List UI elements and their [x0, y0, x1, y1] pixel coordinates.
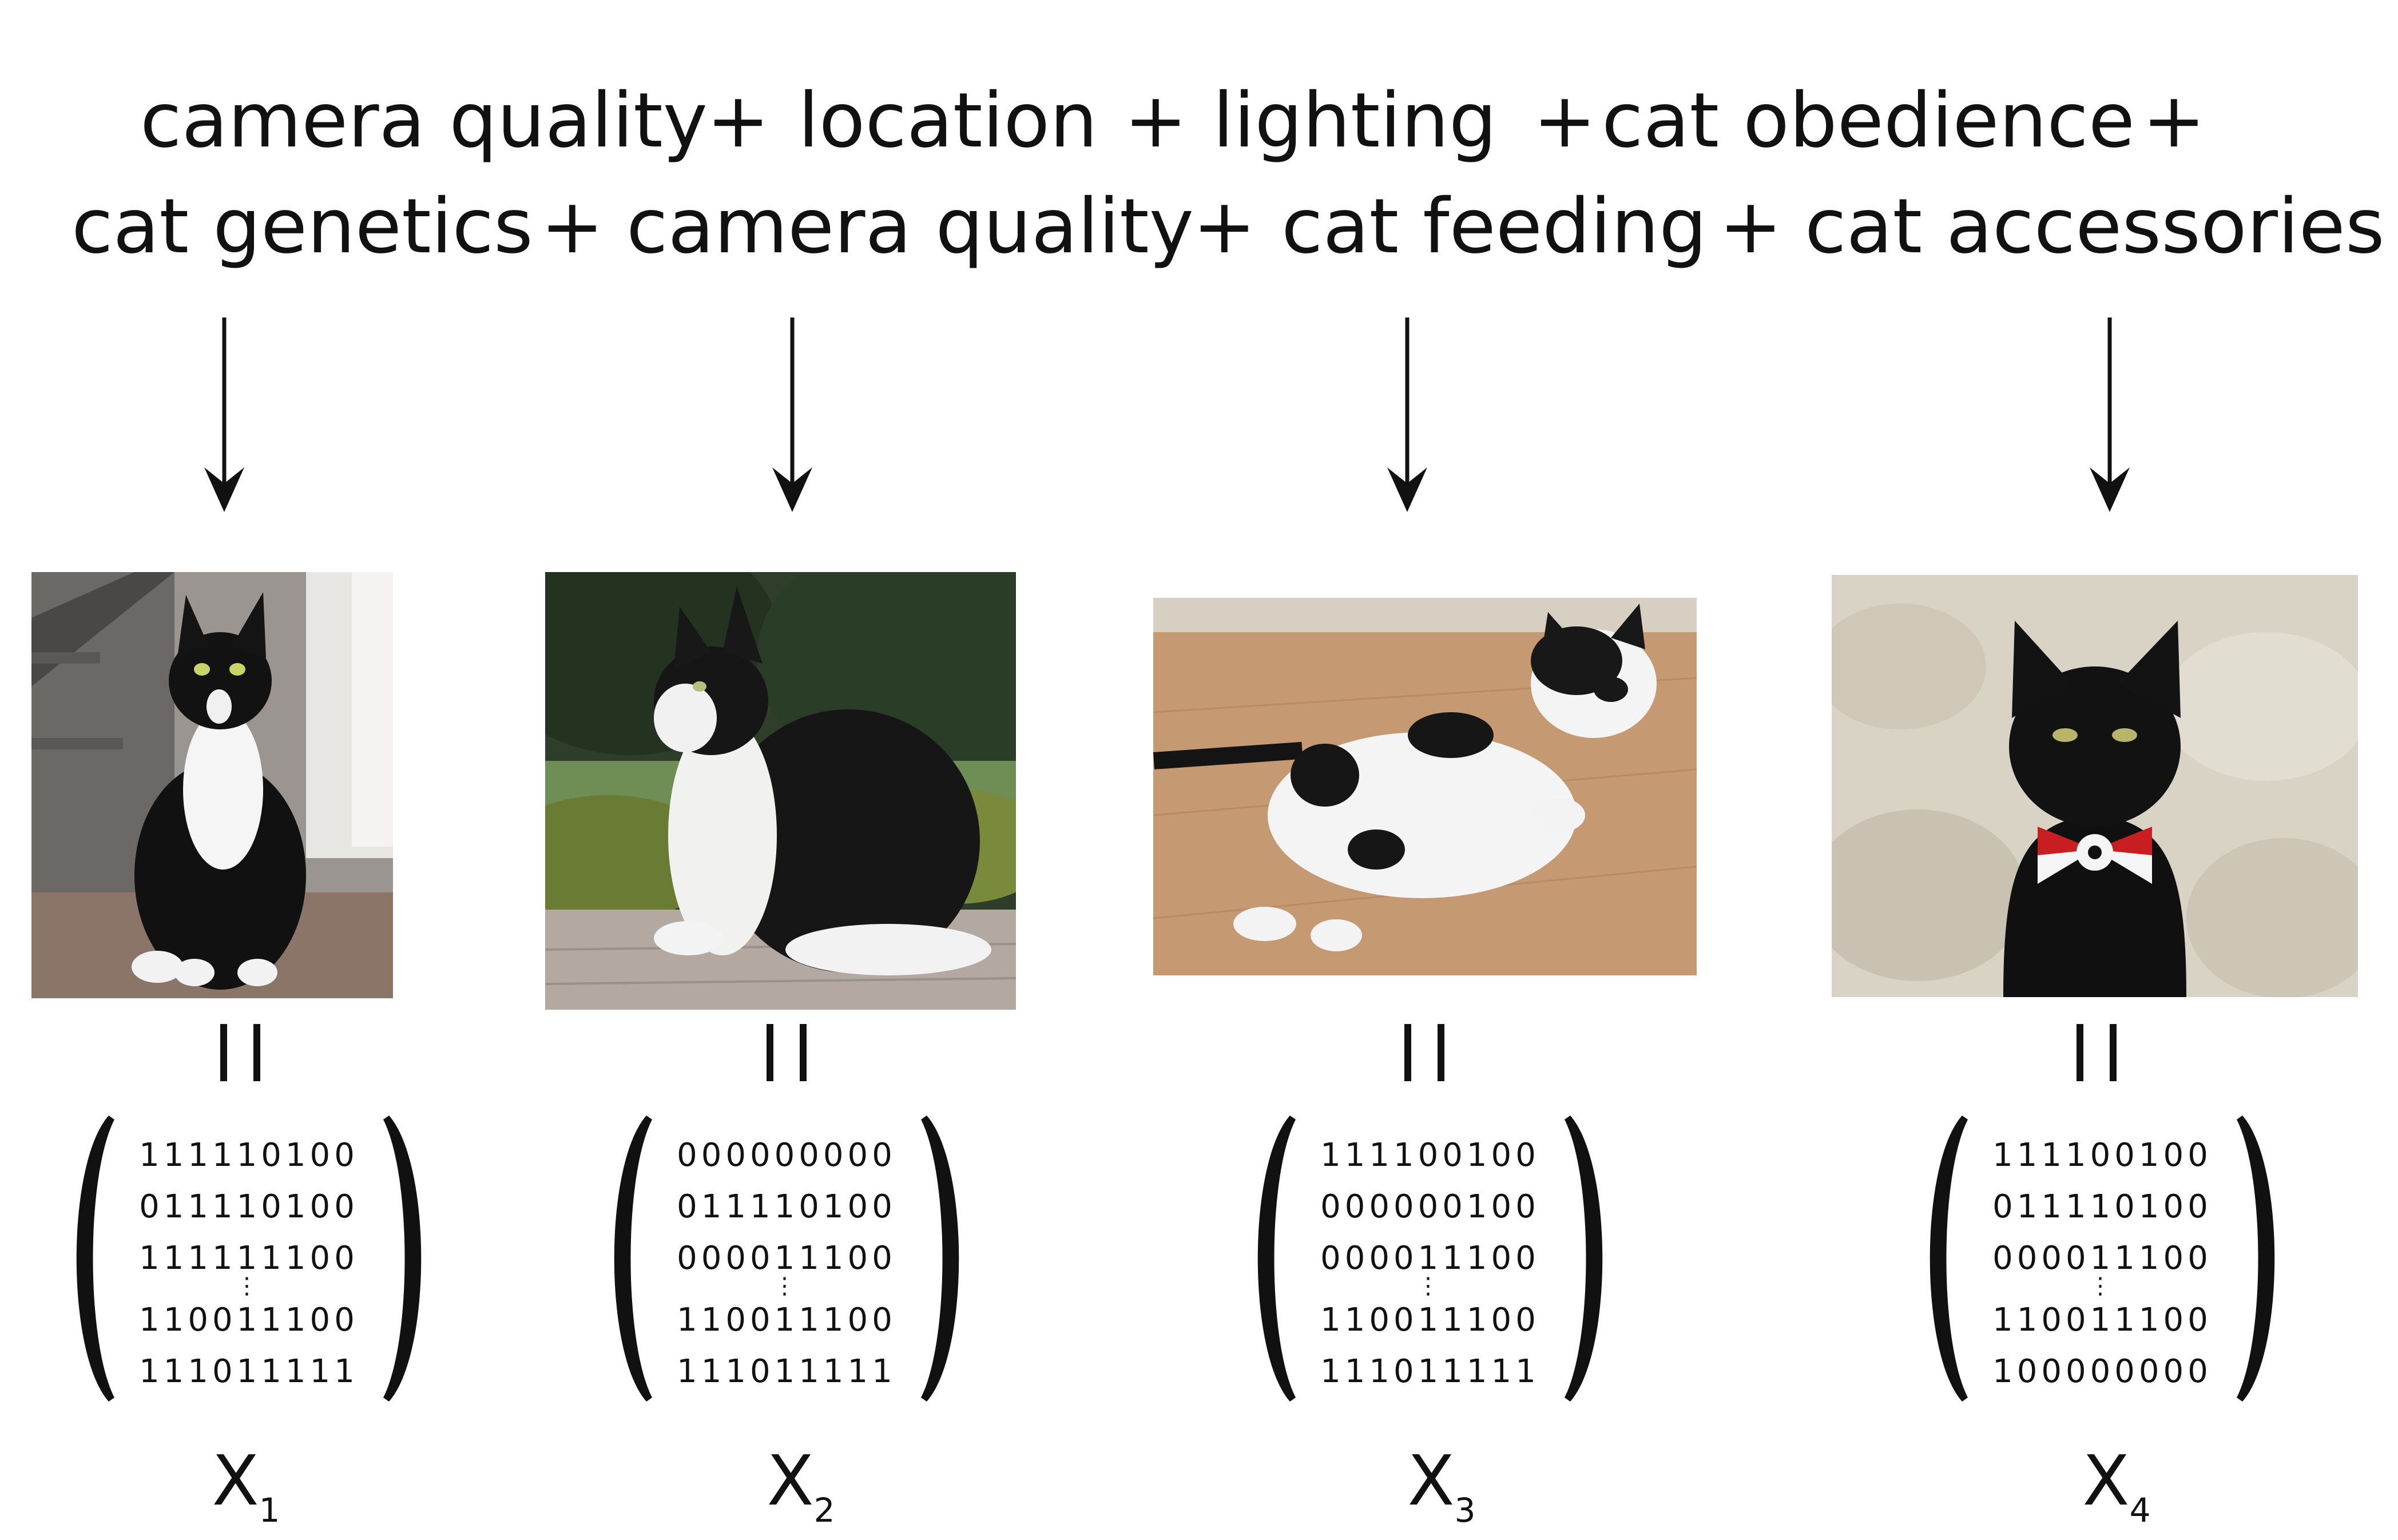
matrix-row: 111111100 — [139, 1240, 359, 1277]
matrix-row: 110011100 — [677, 1301, 896, 1339]
down-arrow-icon — [772, 317, 812, 512]
term-cat-feeding: cat feeding — [1281, 182, 1707, 271]
down-arrow-icon — [1387, 317, 1427, 512]
equals-sign-icon — [1393, 1024, 1462, 1087]
matrix-row: 011110100 — [1992, 1188, 2212, 1225]
matrix-row: 000011100 — [677, 1240, 896, 1277]
matrix-row: 100000000 — [1992, 1353, 2212, 1390]
matrix-row: 111100100 — [1320, 1137, 1540, 1174]
term-cat-genetics: cat genetics — [72, 182, 533, 271]
matrix-row: 110011100 — [1320, 1301, 1540, 1339]
matrix-row: 110011100 — [1992, 1301, 2212, 1339]
term-cat-accessories: cat accessories — [1805, 182, 2385, 271]
matrix-row: 000000000 — [677, 1137, 896, 1174]
matrix-label-x3: X3 — [1407, 1442, 1476, 1530]
equals-sign-icon — [209, 1024, 277, 1087]
down-arrow-icon — [204, 317, 244, 512]
equals-sign-icon — [755, 1024, 824, 1087]
matrix-ellipsis: ⋮ — [235, 1273, 263, 1299]
cat-photo-2 — [545, 572, 1016, 1010]
term-lighting: lighting — [1213, 77, 1497, 165]
right-parenthesis-icon — [918, 1113, 981, 1404]
matrix-row: 111011111 — [139, 1353, 359, 1390]
down-arrow-icon — [2090, 317, 2130, 512]
binary-matrix-3: 111100100 000000100 000011100 ⋮ 11001110… — [1236, 1113, 1625, 1404]
cat-photo-3 — [1153, 598, 1697, 975]
matrix-rows: 000000000 011110100 000011100 ⋮ 11001110… — [649, 1130, 924, 1398]
right-parenthesis-icon — [2234, 1113, 2297, 1404]
left-parenthesis-icon — [592, 1113, 655, 1404]
matrix-ellipsis: ⋮ — [1416, 1273, 1444, 1299]
term-camera-quality: camera quality — [626, 182, 1194, 271]
left-parenthesis-icon — [1908, 1113, 1971, 1404]
binary-matrix-4: 111100100 011110100 000011100 ⋮ 11001110… — [1908, 1113, 2297, 1404]
matrix-row: 000000100 — [1320, 1188, 1540, 1225]
cat-photo-1 — [31, 572, 393, 998]
right-parenthesis-icon — [380, 1113, 443, 1404]
plus-sign: + — [1124, 77, 1188, 165]
plus-sign: + — [1193, 182, 1256, 271]
plus-sign: + — [1719, 182, 1782, 271]
left-parenthesis-icon — [1236, 1113, 1299, 1404]
plus-sign: + — [541, 182, 604, 271]
matrix-row: 000011100 — [1992, 1240, 2212, 1277]
cat-photo-4 — [1832, 575, 2358, 997]
matrix-ellipsis: ⋮ — [2089, 1273, 2116, 1299]
binary-matrix-2: 000000000 011110100 000011100 ⋮ 11001110… — [592, 1113, 981, 1404]
term-cat-obedience: cat obedience — [1602, 77, 2135, 165]
matrix-row: 111011111 — [1320, 1353, 1540, 1390]
matrix-label-x1: X1 — [212, 1442, 280, 1530]
matrix-row: 111011111 — [677, 1353, 896, 1390]
matrix-row: 000011100 — [1320, 1240, 1540, 1277]
matrix-row: 110011100 — [139, 1301, 359, 1339]
matrix-row: 011110100 — [139, 1188, 359, 1225]
matrix-rows: 111100100 011110100 000011100 ⋮ 11001110… — [1965, 1130, 2240, 1398]
left-parenthesis-icon — [54, 1113, 117, 1404]
matrix-rows: 111110100 011110100 111111100 ⋮ 11001110… — [112, 1130, 386, 1398]
term-location: location — [798, 77, 1098, 165]
plus-sign: + — [2142, 77, 2206, 165]
matrix-row: 011110100 — [677, 1188, 896, 1225]
matrix-row: 111110100 — [139, 1137, 359, 1174]
matrix-row: 111100100 — [1992, 1137, 2212, 1174]
matrix-label-x2: X2 — [767, 1442, 835, 1530]
binary-matrix-1: 111110100 011110100 111111100 ⋮ 11001110… — [54, 1113, 443, 1404]
plus-sign: + — [1533, 77, 1597, 165]
term-camera-quality: camera quality — [140, 77, 708, 165]
right-parenthesis-icon — [1562, 1113, 1625, 1404]
matrix-rows: 111100100 000000100 000011100 ⋮ 11001110… — [1293, 1130, 1567, 1398]
plus-sign: + — [706, 77, 770, 165]
equals-sign-icon — [2065, 1024, 2134, 1087]
matrix-label-x4: X4 — [2082, 1442, 2151, 1530]
matrix-ellipsis: ⋮ — [773, 1273, 800, 1299]
